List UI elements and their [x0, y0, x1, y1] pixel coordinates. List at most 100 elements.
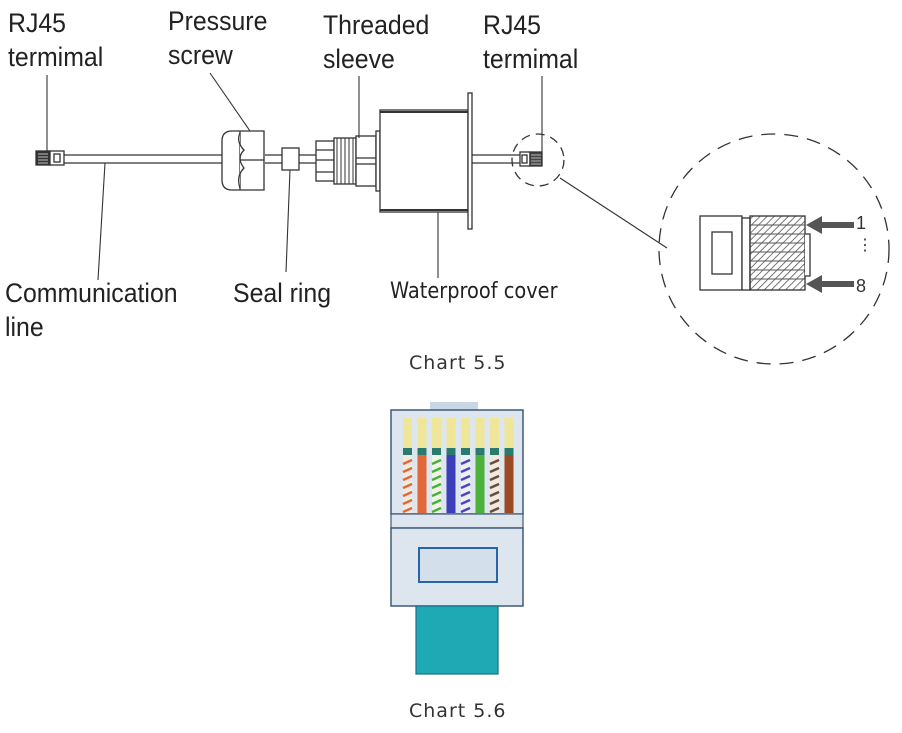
detail-marker-circle [511, 133, 565, 187]
wire-orange-white [402, 418, 413, 514]
wire-contact-band [504, 448, 514, 455]
caption-chart-5-6: Chart 5.6 [409, 700, 507, 722]
wire-blue [446, 418, 456, 513]
rj45-left-connector [35, 150, 65, 166]
label-threaded-sleeve: Threaded sleeve [323, 8, 429, 76]
wire-blue-white [460, 418, 471, 514]
wire-stripe [402, 466, 413, 474]
label-communication-line: Communication line [5, 276, 178, 344]
leader-pressure-screw [209, 72, 251, 132]
label-line: line [5, 312, 44, 342]
wire-stripe [489, 506, 500, 514]
wire-stripe [489, 482, 500, 490]
rj45-right-connector [519, 151, 543, 167]
wire-contact-band [490, 448, 499, 455]
seal-ring-part [281, 147, 300, 171]
wire-contact [475, 418, 485, 448]
wire-contact-band [432, 448, 441, 455]
label-seal-ring: Seal ring [233, 278, 332, 308]
label-rj45-right: RJ45 termimal [483, 8, 578, 76]
wire-body [432, 455, 441, 513]
wire-contact-band [475, 448, 485, 455]
wire-stripe [402, 474, 413, 482]
plug-latch-window [418, 547, 498, 583]
label-line: Threaded [323, 10, 430, 40]
leader-communication-line [97, 162, 106, 281]
wire-stripe [460, 458, 471, 466]
label-line: Communication [5, 278, 178, 308]
wire-stripe [460, 482, 471, 490]
wire-stripe [431, 458, 442, 466]
wire-contact [432, 418, 441, 448]
wire-stripe [460, 466, 471, 474]
wire-body [475, 455, 485, 513]
wire-stripe [431, 474, 442, 482]
threaded-sleeve-part [315, 130, 381, 192]
wire-stripe [431, 506, 442, 514]
label-line: RJ45 [483, 10, 541, 40]
wire-contact-band [403, 448, 412, 455]
pin-label-1: 1 [856, 213, 867, 233]
wire-stripe [489, 474, 500, 482]
wire-contact-band [461, 448, 470, 455]
wire-stripe [489, 498, 500, 506]
wire-stripe [489, 490, 500, 498]
label-rj45-left: RJ45 termimal [8, 6, 103, 74]
leader-seal-ring [285, 169, 291, 273]
wire-stripe [460, 498, 471, 506]
rj45-detail-connector [699, 215, 811, 291]
wire-contact [417, 418, 427, 448]
detail-zoom-circle [658, 133, 890, 365]
wire-stripe [460, 506, 471, 514]
wire-brown-white [489, 418, 500, 514]
wire-contact [446, 418, 456, 448]
wire-contact-band [446, 448, 456, 455]
wire-stripe [431, 490, 442, 498]
plug-boot [415, 605, 499, 675]
communication-cable [64, 154, 316, 164]
label-line: RJ45 [8, 8, 66, 38]
plug-base-strip [390, 513, 524, 529]
waterproof-cover-part [379, 92, 473, 230]
wire-green [475, 418, 485, 513]
wire-body [446, 455, 456, 513]
wire-stripe [431, 466, 442, 474]
wire-stripe [402, 498, 413, 506]
label-line: termimal [483, 44, 579, 74]
pin-label-ellipsis: ⋮ [857, 237, 873, 254]
wire-body [461, 455, 470, 513]
pin-label-8: 8 [856, 276, 867, 296]
wire-stripe [431, 482, 442, 490]
plug-contact-housing [390, 409, 524, 515]
wire-stripe [402, 482, 413, 490]
wire-stripe [460, 474, 471, 482]
label-pressure-screw: Pressure screw [168, 4, 267, 72]
wire-contact [490, 418, 499, 448]
label-line: screw [168, 40, 233, 70]
wire-stripe [402, 490, 413, 498]
wire-stripe [431, 498, 442, 506]
wire-contact [461, 418, 470, 448]
wire-stripe [402, 458, 413, 466]
wire-stripe [489, 458, 500, 466]
wire-brown [504, 418, 514, 513]
wire-contact [403, 418, 412, 448]
wire-body [417, 455, 427, 513]
wire-orange [417, 418, 427, 513]
pin-arrow-1 [806, 216, 854, 234]
wire-body [490, 455, 499, 513]
label-line: Pressure [168, 6, 268, 36]
label-line: sleeve [323, 44, 395, 74]
wire-contact-band [417, 448, 427, 455]
wire-stripe [402, 506, 413, 514]
wire-stripe [460, 490, 471, 498]
pressure-screw-part [221, 130, 265, 191]
wire-green-white [431, 418, 442, 514]
wire-stripe [489, 466, 500, 474]
pin-arrow-8 [806, 275, 854, 293]
wire-group [402, 418, 514, 514]
wire-body [403, 455, 412, 513]
wire-body [504, 455, 514, 513]
